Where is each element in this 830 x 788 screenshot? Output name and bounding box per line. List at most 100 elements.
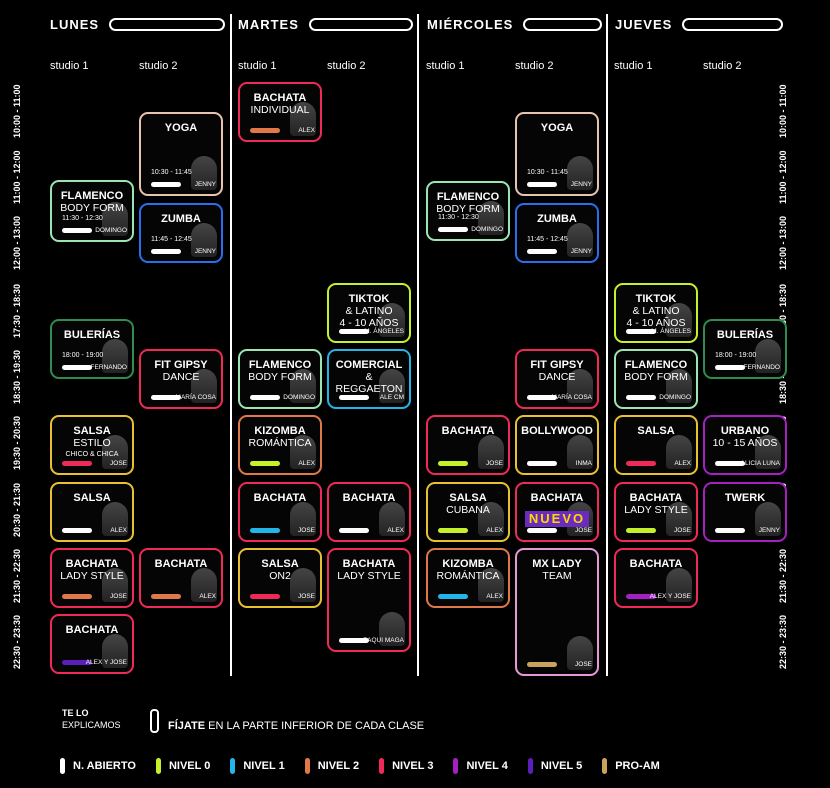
column-divider	[417, 14, 419, 676]
class-teacher: ALEX	[387, 527, 404, 534]
instructor-photo	[567, 156, 593, 190]
legend-label: PRO-AM	[615, 760, 660, 772]
legend-item: N. ABIERTO	[60, 758, 136, 774]
studio-label: studio 2	[703, 60, 742, 72]
instructor-photo	[191, 223, 217, 257]
instructor-photo	[290, 568, 316, 602]
class-teacher: JOSE	[575, 661, 592, 668]
legend-item: NIVEL 4	[453, 758, 508, 774]
legend-label: N. ABIERTO	[73, 760, 136, 772]
header-pill	[308, 17, 413, 31]
level-bar	[626, 395, 656, 400]
instructor-photo	[102, 568, 128, 602]
class-time: 11:45 - 12:45	[151, 236, 192, 243]
new-badge: NUEVO	[525, 511, 589, 527]
level-bar	[339, 395, 369, 400]
class-title: SALSA	[637, 425, 675, 437]
class-subtitle: DANCE	[162, 371, 200, 383]
class-card[interactable]: BACHATA ALEX	[327, 482, 411, 542]
class-title: BACHATA	[342, 492, 396, 504]
class-title: SALSA	[73, 425, 111, 437]
class-title: BACHATA	[65, 624, 119, 636]
level-bar	[438, 461, 468, 466]
class-title: FLAMENCO	[436, 191, 500, 203]
class-teacher: ALE CM	[379, 394, 404, 401]
footer-te-lo: TE LO	[62, 708, 89, 718]
class-teacher: JOSE	[298, 527, 315, 534]
class-title: TIKTOK	[348, 293, 390, 305]
class-teacher: JOSE	[575, 527, 592, 534]
class-title: TIKTOK	[635, 293, 677, 305]
level-bar	[62, 660, 92, 665]
class-subtitle: ESTILO	[73, 437, 111, 449]
instructor-photo	[102, 202, 128, 236]
class-subtitle: ON2	[269, 570, 291, 582]
class-teacher: JOSE	[298, 593, 315, 600]
legend-item: NIVEL 2	[304, 758, 359, 774]
level-bar	[339, 638, 369, 643]
studio-label: studio 2	[327, 60, 366, 72]
class-teacher: DOMINGO	[471, 226, 503, 233]
instructor-photo	[478, 568, 504, 602]
legend-swatch	[527, 758, 533, 774]
class-time: 18:00 - 19:00	[715, 352, 757, 359]
level-bar	[626, 594, 656, 599]
level-bar	[438, 528, 468, 533]
time-label: 10:00 - 11:00	[778, 84, 788, 138]
instructor-photo	[666, 502, 692, 536]
instructor-photo	[755, 339, 781, 373]
class-title: SALSA	[261, 558, 299, 570]
class-subtitle: & LATINO	[345, 305, 393, 317]
class-subtitle: BODY FORM	[436, 203, 500, 215]
class-subtitle: TEAM	[542, 570, 572, 582]
level-bar	[339, 528, 369, 533]
class-teacher: M. ÁNGELES	[364, 328, 404, 335]
class-teacher: ALEX Y JOSE	[649, 593, 691, 600]
time-label: 18:30 - 19:30	[12, 349, 22, 404]
class-subtitle: 10 - 15 AÑOS	[712, 437, 778, 449]
class-subtitle: LADY STYLE	[60, 570, 124, 582]
legend-label: NIVEL 1	[243, 760, 285, 772]
time-label: 21:30 - 22:30	[778, 548, 788, 603]
footer-instruction-text: EN LA PARTE INFERIOR DE CADA CLASE	[205, 720, 425, 732]
class-teacher: JENNY	[570, 181, 592, 188]
legend-label: NIVEL 4	[466, 760, 508, 772]
level-bar	[626, 528, 656, 533]
